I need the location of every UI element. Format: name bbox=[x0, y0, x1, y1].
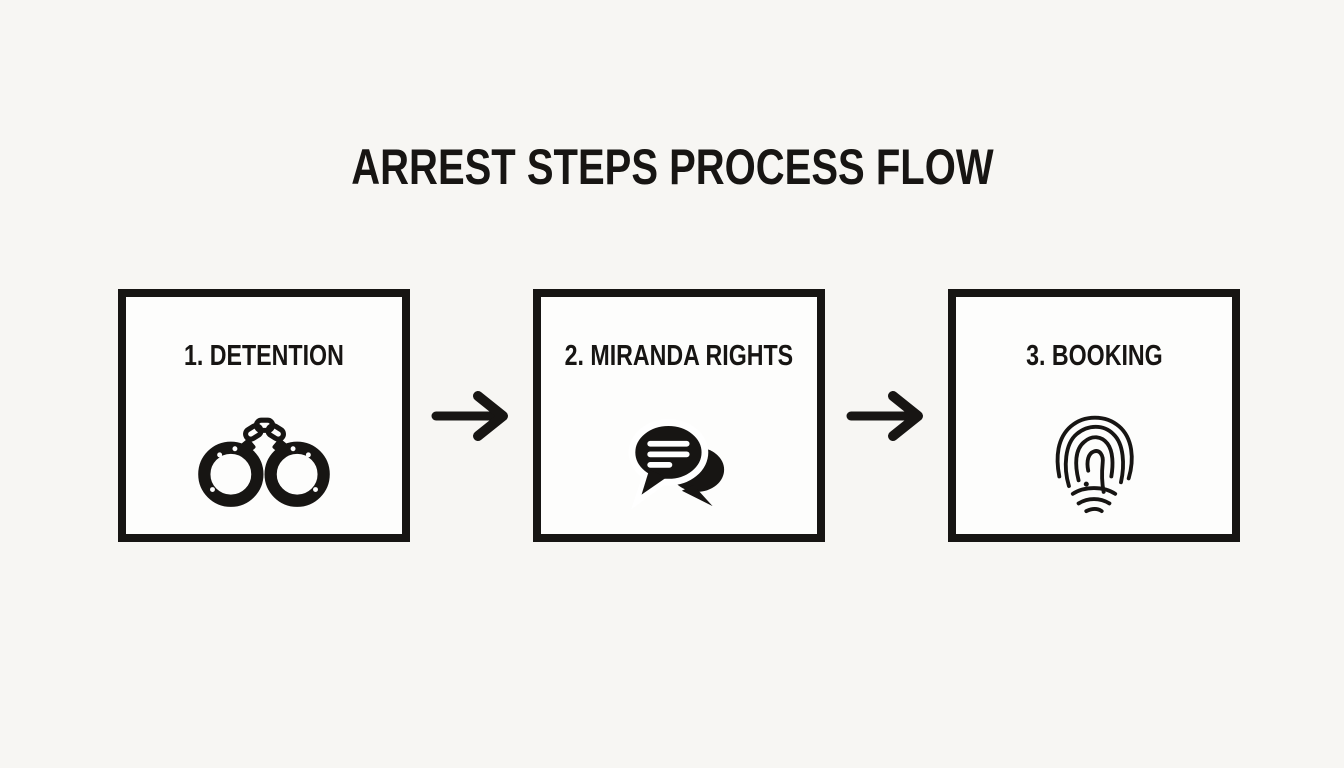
step-label-text: 1. DETENTION bbox=[184, 340, 344, 372]
step-box-miranda-rights: 2. MIRANDA RIGHTS bbox=[533, 289, 825, 542]
page-title: ARREST STEPS PROCESS FLOW bbox=[0, 138, 1344, 196]
step-label: 3. BOOKING bbox=[1009, 340, 1180, 373]
flow-arrow-1 bbox=[410, 289, 533, 542]
fingerprint-icon bbox=[1044, 391, 1144, 534]
process-flow-row: 1. DETENTION bbox=[118, 289, 1240, 542]
step-box-booking: 3. BOOKING bbox=[948, 289, 1240, 542]
step-label: 1. DETENTION bbox=[164, 340, 364, 373]
step-label-text: 3. BOOKING bbox=[1025, 340, 1163, 372]
page-title-text: ARREST STEPS PROCESS FLOW bbox=[350, 139, 994, 195]
step-box-detention: 1. DETENTION bbox=[118, 289, 410, 542]
handcuffs-icon bbox=[190, 391, 338, 534]
step-label: 2. MIRANDA RIGHTS bbox=[536, 340, 822, 373]
flow-arrow-2 bbox=[825, 289, 948, 542]
right-arrow-icon bbox=[431, 390, 508, 441]
speech-bubbles-icon bbox=[625, 391, 733, 534]
step-label-text: 2. MIRANDA RIGHTS bbox=[564, 340, 794, 372]
right-arrow-icon bbox=[846, 390, 923, 441]
